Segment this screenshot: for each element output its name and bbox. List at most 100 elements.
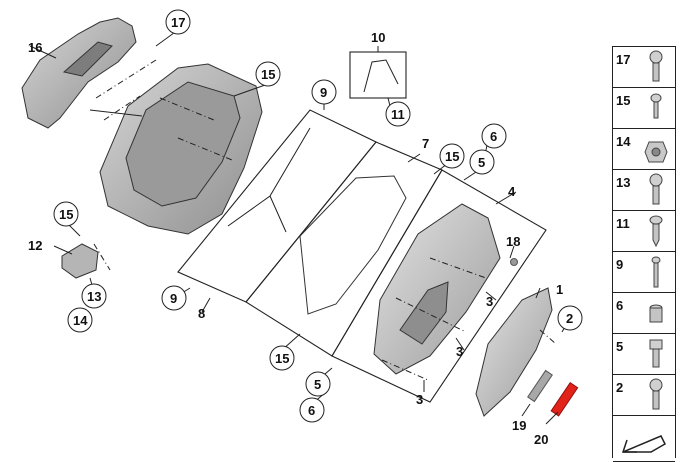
callout-4: 4 — [508, 184, 516, 199]
legend-number: 15 — [616, 93, 631, 108]
callout-14: 14 — [67, 307, 93, 333]
callout-10: 10 — [371, 30, 385, 45]
flange-screw-icon — [649, 378, 663, 410]
self-tapping-screw-icon — [649, 215, 663, 248]
callout-3-b: 3 — [456, 344, 463, 359]
group-frame-10 — [349, 51, 407, 99]
legend-row: 14 — [613, 128, 675, 169]
legend-row: 2 — [613, 374, 675, 415]
callout-11: 11 — [385, 101, 411, 127]
strap-bracket-part — [227, 127, 311, 233]
callout-19: 19 — [512, 418, 526, 433]
legend-row: 15 — [613, 87, 675, 128]
flange-screw-icon — [649, 50, 663, 82]
orientation-arrow-icon — [621, 435, 666, 453]
svg-text:7: 7 — [422, 136, 429, 151]
svg-text:3: 3 — [416, 392, 423, 407]
callout-8: 8 — [198, 306, 205, 321]
sleeve-nut-icon — [649, 304, 663, 323]
callout-12: 12 — [28, 238, 42, 253]
svg-text:15: 15 — [261, 67, 275, 82]
wire-part — [363, 59, 399, 93]
svg-text:17: 17 — [171, 15, 185, 30]
callout-1: 1 — [556, 282, 563, 297]
small-screw-icon — [650, 93, 662, 119]
legend-row: 13 — [613, 169, 675, 210]
small-bracket-part — [61, 243, 99, 279]
callout-3-c: 3 — [416, 392, 423, 407]
svg-text:15: 15 — [275, 351, 289, 366]
callout-18: 18 — [506, 234, 520, 249]
case-housing-part — [99, 63, 263, 235]
callout-2: 2 — [557, 305, 583, 331]
legend-row: 5 — [613, 333, 675, 374]
svg-text:16: 16 — [28, 40, 42, 55]
svg-text:6: 6 — [490, 129, 497, 144]
svg-text:5: 5 — [478, 155, 485, 170]
svg-text:3: 3 — [486, 294, 493, 309]
fastener-legend: 17 15 14 13 11 9 6 5 2 — [612, 46, 676, 462]
plug-part — [510, 258, 518, 266]
legend-row: 17 — [613, 46, 675, 87]
svg-text:19: 19 — [512, 418, 526, 433]
legend-number: 9 — [616, 257, 624, 272]
callout-16: 16 — [28, 40, 42, 55]
outer-lid-part — [475, 287, 553, 417]
flange-screw-icon — [649, 173, 663, 205]
rod-part — [527, 369, 553, 403]
group-frame-4 — [331, 169, 547, 403]
legend-number: 6 — [616, 298, 624, 313]
svg-text:6: 6 — [308, 403, 315, 418]
legend-number: 17 — [616, 52, 631, 67]
socket-screw-icon — [649, 339, 663, 368]
svg-text:14: 14 — [73, 313, 88, 328]
seal-frame-part — [299, 175, 407, 315]
svg-text:18: 18 — [506, 234, 520, 249]
legend-row — [613, 415, 675, 462]
callout-15-b: 15 — [439, 143, 465, 169]
callout-5-b: 5 — [305, 371, 331, 397]
callout-6-a: 6 — [481, 123, 507, 149]
svg-text:9: 9 — [170, 291, 177, 306]
svg-text:1: 1 — [556, 282, 563, 297]
legend-number: 13 — [616, 175, 631, 190]
svg-text:20: 20 — [534, 432, 548, 447]
svg-text:5: 5 — [314, 377, 321, 392]
svg-text:9: 9 — [320, 85, 327, 100]
svg-text:8: 8 — [198, 306, 205, 321]
callout-15-c: 15 — [53, 201, 79, 227]
svg-text:15: 15 — [59, 207, 73, 222]
callout-3-a: 3 — [486, 294, 493, 309]
callout-9-a: 9 — [311, 79, 337, 105]
callout-17: 17 — [165, 9, 191, 35]
svg-text:10: 10 — [371, 30, 385, 45]
callout-9-b: 9 — [161, 285, 187, 311]
inner-panel-part — [373, 203, 501, 375]
svg-text:13: 13 — [87, 289, 101, 304]
callout-15-d: 15 — [269, 345, 295, 371]
legend-row: 9 — [613, 251, 675, 292]
legend-number: 14 — [616, 134, 631, 149]
svg-text:2: 2 — [566, 311, 573, 326]
callout-15-a: 15 — [255, 61, 281, 87]
callout-5-a: 5 — [469, 149, 495, 175]
callout-6-b: 6 — [299, 397, 325, 423]
callout-7: 7 — [422, 136, 429, 151]
legend-number: 5 — [616, 339, 624, 354]
svg-text:12: 12 — [28, 238, 42, 253]
svg-text:11: 11 — [391, 107, 405, 122]
legend-row: 11 — [613, 210, 675, 251]
legend-number: 11 — [616, 216, 630, 231]
svg-text:4: 4 — [508, 184, 516, 199]
reflector-strip-part — [550, 381, 579, 417]
long-screw-icon — [651, 256, 661, 288]
svg-text:15: 15 — [445, 149, 459, 164]
legend-number: 2 — [616, 380, 624, 395]
callout-13: 13 — [81, 283, 107, 309]
hex-nut-icon — [644, 141, 668, 163]
top-cover-part — [21, 17, 137, 129]
callout-20: 20 — [534, 432, 548, 447]
svg-text:3: 3 — [456, 344, 463, 359]
legend-row: 6 — [613, 292, 675, 333]
